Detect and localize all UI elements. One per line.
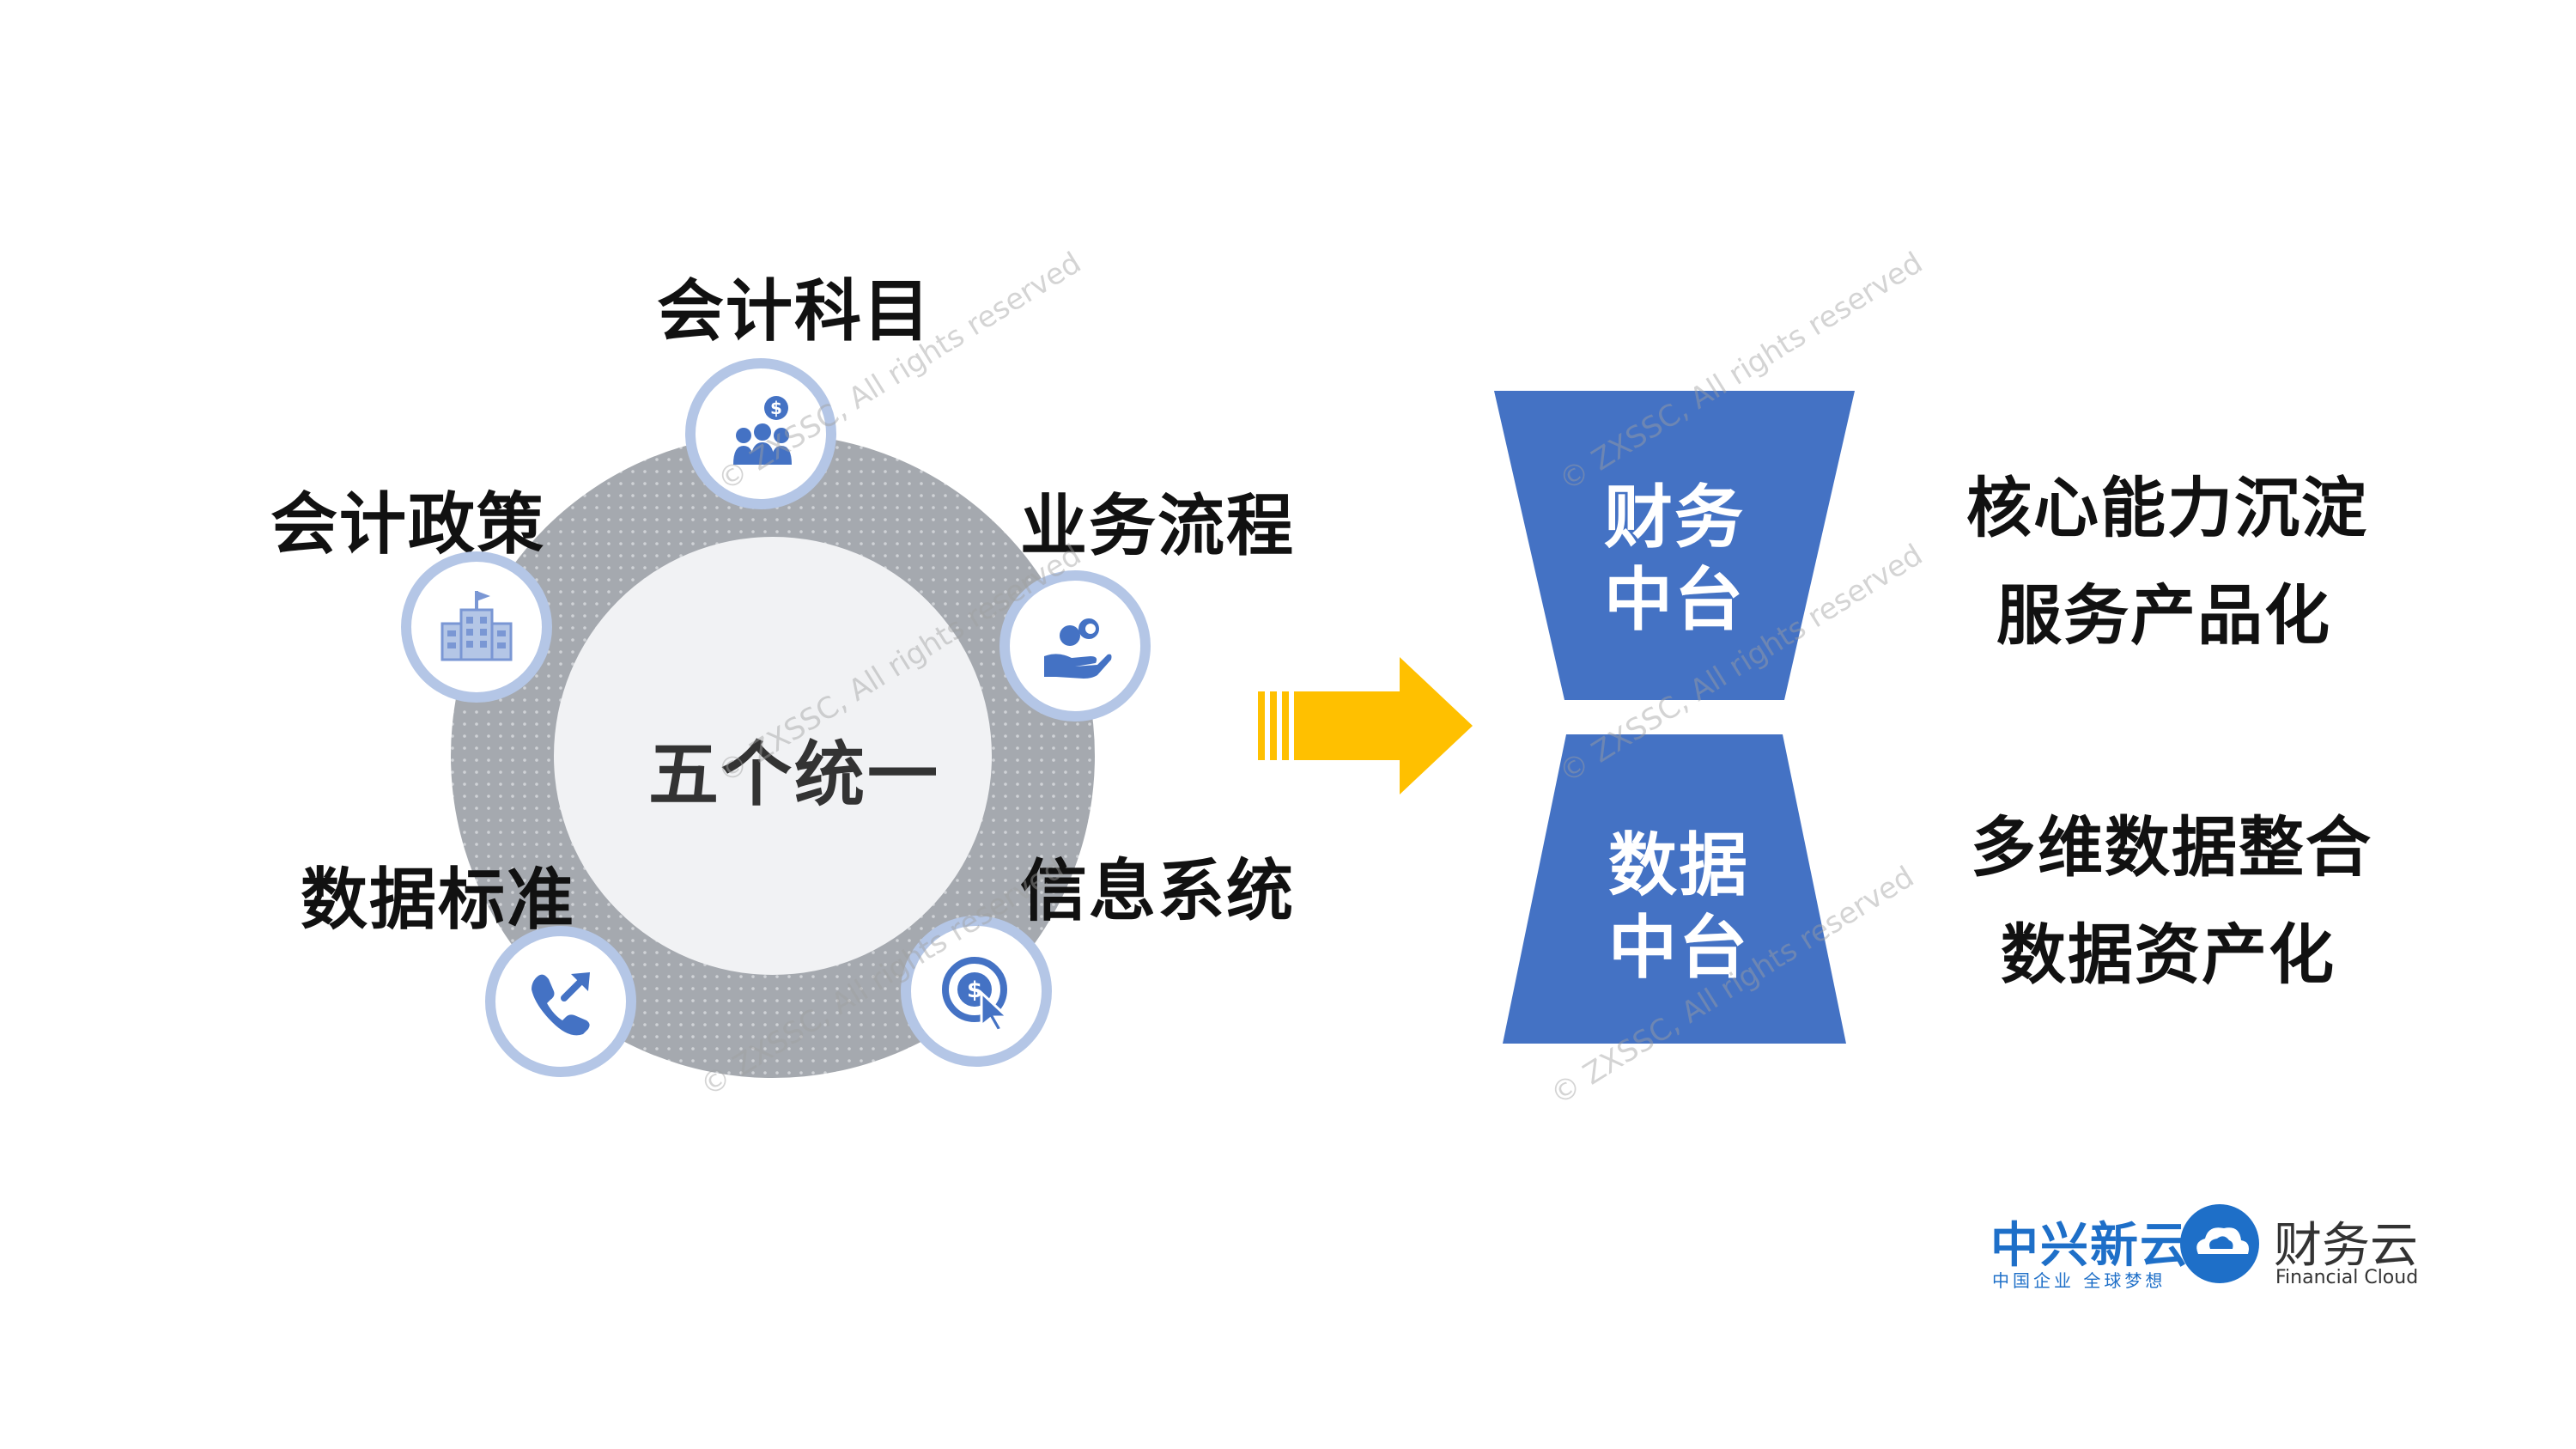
node-label-accounting-policy: 会计政策 (270, 486, 546, 563)
node-label-data-standard: 数据标准 (301, 861, 576, 939)
svg-text:$: $ (770, 398, 782, 418)
svg-text:$: $ (967, 977, 982, 1003)
building-icon (440, 591, 513, 661)
cloud-logo-icon (2180, 1204, 2259, 1283)
inner-circle (554, 537, 992, 975)
node-label-business-process: 业务流程 (1020, 488, 1296, 565)
service-productization-text: 服务产品化 (1996, 577, 2331, 654)
dollar-click-icon: $ (942, 957, 1011, 1032)
core-capability-text: 核心能力沉淀 (1966, 470, 2368, 546)
ring-diagram (451, 434, 1095, 1078)
phone-arrow-icon (532, 972, 590, 1036)
node-accounting-policy (401, 551, 552, 703)
people-dollar-icon: $ (733, 396, 792, 465)
transition-arrow (1258, 657, 1473, 795)
hourglass-blocks (1494, 391, 1855, 1044)
finance-platform-label: 财务 中台 (1604, 478, 1745, 640)
data-assetization-text: 数据资产化 (2001, 916, 2336, 993)
hand-coins-icon (1044, 618, 1112, 679)
node-data-standard (485, 926, 636, 1077)
node-label-info-system: 信息系统 (1020, 853, 1296, 930)
data-platform-label: 数据 中台 (1608, 825, 1749, 988)
multi-dimensional-data-text: 多维数据整合 (1971, 809, 2372, 886)
brand-slogan: 中国企业 全球梦想 (1992, 1270, 2166, 1291)
finance-platform-block (1494, 391, 1855, 700)
brand-name: 中兴新云 (1990, 1218, 2190, 1274)
center-label: 五个统一 (648, 734, 941, 816)
product-name: 财务云 (2274, 1218, 2418, 1274)
data-platform-block (1503, 734, 1846, 1044)
node-label-accounting-subjects: 会计科目 (657, 273, 933, 350)
product-name-en: Financial Cloud (2275, 1267, 2419, 1288)
